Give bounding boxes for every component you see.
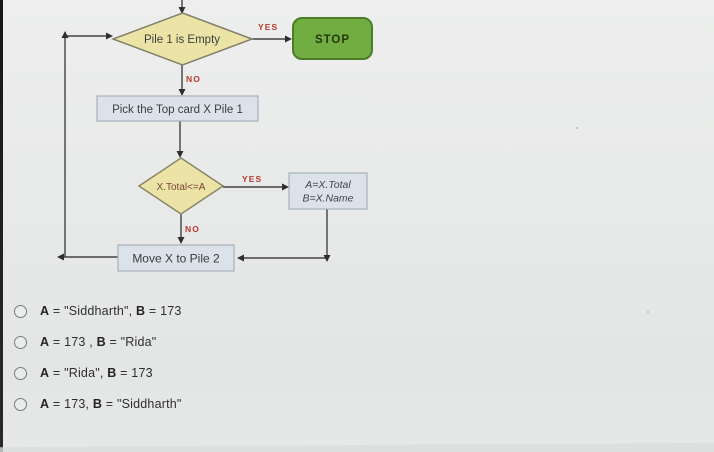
arrowhead-loop-corner-up (61, 31, 69, 38)
option-2-a: A (40, 335, 50, 349)
option-4-b: B (92, 397, 103, 411)
arrowhead-into-process2-right (237, 254, 244, 262)
option-2-b-value: = "Rida" (105, 335, 157, 349)
answer-option-2[interactable]: A = 173 , B = "Rida" (14, 333, 156, 351)
radio-button-3[interactable] (14, 366, 27, 380)
option-2-a-value: = 173 , (49, 335, 97, 349)
option-1-b-value: = 173 (145, 304, 182, 318)
arrowhead-into-decision2 (176, 151, 184, 158)
screen-bezel-edge (0, 0, 3, 452)
decision2-diamond (137, 157, 225, 215)
process2-box (117, 244, 235, 272)
assign-line2: B=X.Name (302, 193, 353, 205)
process2-label: Move X to Pile 2 (132, 252, 220, 266)
decision2-no-label: NO (185, 224, 200, 234)
arrowhead-entry-down (178, 7, 186, 14)
connectors (63, 0, 328, 259)
answer-option-4-text: A = 173, B = "Siddharth" (40, 397, 182, 411)
option-1-a: A (40, 304, 50, 318)
arrowhead-into-stop (285, 35, 292, 43)
option-4-b-value: = "Siddharth" (102, 397, 182, 411)
answer-option-2-text: A = 173 , B = "Rida" (40, 335, 156, 349)
arrowhead-assign-corner-down (323, 255, 331, 262)
option-1-b: B (136, 304, 146, 318)
answer-option-4[interactable]: A = 173, B = "Siddharth" (14, 395, 182, 413)
option-3-a-value: = "Rida", (49, 366, 108, 380)
arrowhead-into-decision1 (106, 32, 113, 40)
answer-option-1-text: A = "Siddharth", B = 173 (40, 304, 182, 318)
assign-box (288, 172, 368, 210)
stop-terminator (292, 17, 373, 60)
arrowhead-loop-corner-left (57, 253, 64, 261)
decision2-label: X.Total<=A (157, 182, 206, 193)
radio-button-2[interactable] (14, 335, 27, 349)
decision1-label: Pile 1 is Empty (144, 34, 220, 46)
decision2-yes-label: YES (242, 174, 262, 184)
option-1-a-value: = "Siddharth", (49, 304, 137, 318)
answer-option-1[interactable]: A = "Siddharth", B = 173 (14, 302, 182, 320)
answer-option-3[interactable]: A = "Rida", B = 173 (14, 364, 153, 382)
option-3-a: A (40, 366, 50, 380)
arrowhead-into-process1 (178, 89, 186, 96)
dust-speck (576, 127, 578, 129)
option-3-b-value: = 173 (116, 366, 153, 380)
option-3-b: B (107, 366, 117, 380)
decision1-no-label: NO (186, 74, 201, 84)
decision1-yes-label: YES (258, 22, 278, 32)
arrowhead-into-assign (282, 183, 289, 191)
assign-line1: A=X.Total (304, 179, 351, 191)
stop-label: STOP (315, 34, 350, 46)
option-4-a: A (40, 397, 50, 411)
radio-button-1[interactable] (14, 304, 27, 318)
decision1-diamond (110, 12, 255, 66)
arrowheads (57, 7, 331, 262)
dust-speck (647, 311, 649, 313)
option-2-b: B (96, 335, 106, 349)
option-4-a-value: = 173, (49, 397, 93, 411)
arrowhead-into-process2-top (177, 237, 185, 244)
radio-button-4[interactable] (14, 397, 27, 411)
process1-label: Pick the Top card X Pile 1 (112, 104, 243, 116)
process1-box (96, 95, 259, 122)
answer-option-3-text: A = "Rida", B = 173 (40, 366, 153, 380)
